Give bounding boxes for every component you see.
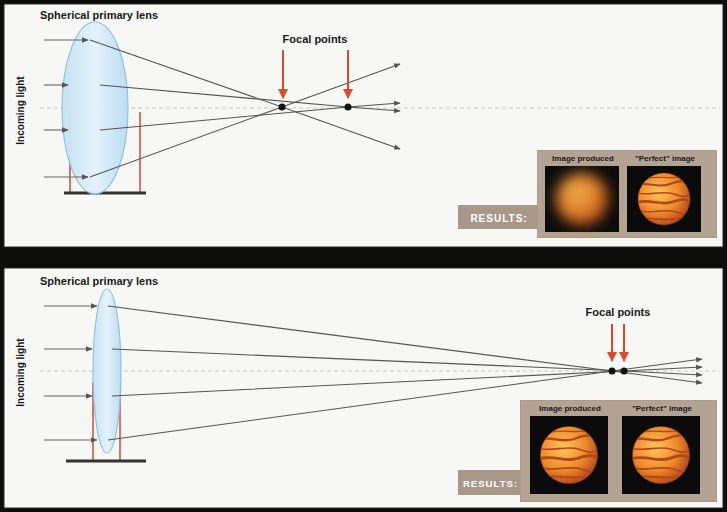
results-tab: RESULTS: — [463, 478, 518, 489]
image-caption: Image produced — [552, 154, 614, 163]
panel-title: Spherical primary lens — [40, 9, 158, 21]
focal-label: Focal points — [283, 33, 348, 45]
axis-label: Incoming light — [15, 76, 26, 144]
focal-label: Focal points — [586, 306, 651, 318]
results-frame: Image produced"Perfect" imageRESULTS: — [520, 400, 717, 502]
image-caption: "Perfect" image — [632, 404, 692, 413]
axis-label: Incoming light — [15, 338, 26, 406]
image-caption: "Perfect" image — [635, 154, 695, 163]
image-caption: Image produced — [539, 404, 601, 413]
panel-title: Spherical primary lens — [40, 275, 158, 287]
results-tab: RESULTS: — [470, 213, 527, 224]
results-frame: Image produced"Perfect" imageRESULTS: — [537, 150, 717, 238]
